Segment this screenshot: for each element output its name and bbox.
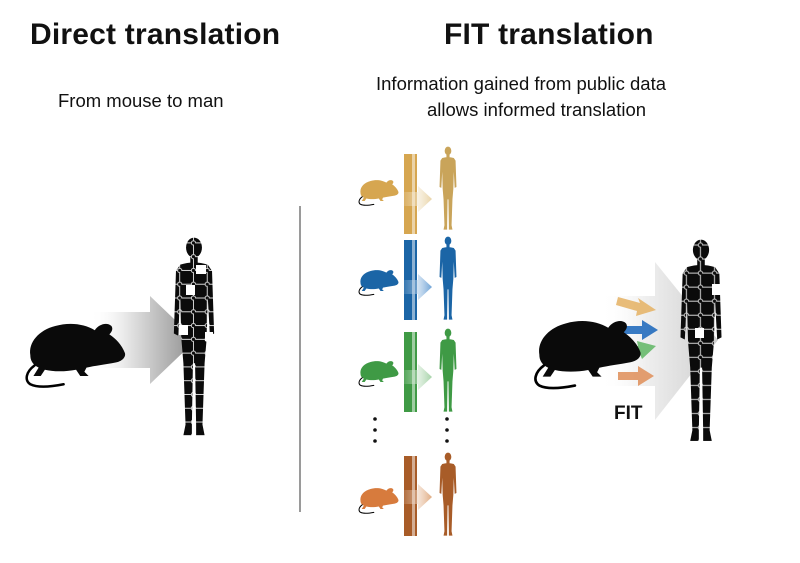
person-icon [440,329,457,412]
person-icon [440,237,457,320]
person-icon [440,147,457,230]
person-icon [440,453,457,536]
mouse-icon [359,180,398,205]
ellipsis-dots [373,417,449,443]
direct-translation-graphic [27,238,214,436]
mouse-icon [359,270,398,295]
fit-label: FIT [614,403,643,425]
mouse-icon [359,361,398,386]
mouse-icon [359,488,398,513]
species-row-blue [359,237,456,320]
species-row-gold [359,147,456,234]
species-row-brown [359,453,456,536]
species-row-green [359,329,456,412]
